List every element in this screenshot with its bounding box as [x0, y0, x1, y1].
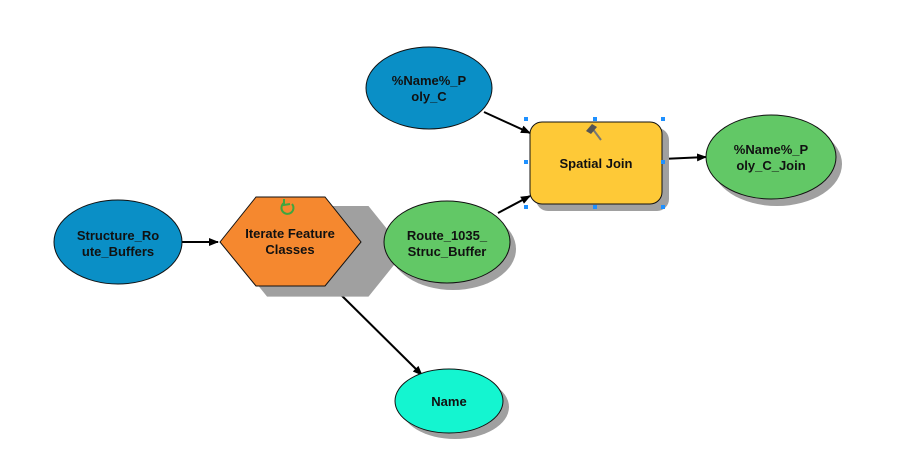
node-label-line: Iterate Feature: [245, 226, 335, 241]
resize-handle[interactable]: [524, 205, 528, 209]
refresh-icon: [280, 199, 295, 215]
node-structure-route-buffers[interactable]: Structure_Ro ute_Buffers: [53, 199, 183, 285]
node-label-line: Struc_Buffer: [408, 244, 487, 259]
hammer-icon: [586, 124, 602, 141]
connector-iterator-to-name[interactable]: [329, 283, 423, 376]
node-label-line: %Name%_P: [392, 73, 467, 88]
connector-join-to-output[interactable]: [661, 153, 707, 162]
node-label-line: Route_1035_: [407, 228, 488, 243]
connector-route-to-join[interactable]: [497, 195, 531, 214]
resize-handle[interactable]: [661, 160, 665, 164]
resize-handle[interactable]: [524, 117, 528, 121]
node-name-poly-c[interactable]: %Name%_P oly_C: [365, 46, 493, 130]
resize-handle[interactable]: [593, 117, 597, 121]
node-label-line: %Name%_P: [734, 142, 809, 157]
resize-handle[interactable]: [661, 117, 665, 121]
node-label-line: Spatial Join: [560, 156, 633, 171]
node-label-line: Name: [431, 394, 466, 409]
node-label-line: Classes: [265, 242, 314, 257]
resize-handle[interactable]: [661, 205, 665, 209]
connector-poly-to-join[interactable]: [483, 111, 531, 134]
node-label-line: Structure_Ro: [77, 228, 159, 243]
node-label-line: oly_C: [411, 89, 447, 104]
selection-handles: [524, 117, 665, 209]
node-spatial-join[interactable]: Spatial Join: [524, 117, 669, 211]
resize-handle[interactable]: [593, 205, 597, 209]
resize-handle[interactable]: [524, 160, 528, 164]
node-iterate-feature-classes[interactable]: Iterate Feature Classes: [219, 196, 405, 297]
node-name-poly-c-join[interactable]: %Name%_P oly_C_Join: [705, 114, 842, 206]
node-route-1035-struc-buffer[interactable]: Route_1035_ Struc_Buffer: [383, 200, 516, 290]
node-name[interactable]: Name: [394, 368, 509, 439]
node-label-line: ute_Buffers: [82, 244, 154, 259]
node-label-line: oly_C_Join: [736, 158, 805, 173]
